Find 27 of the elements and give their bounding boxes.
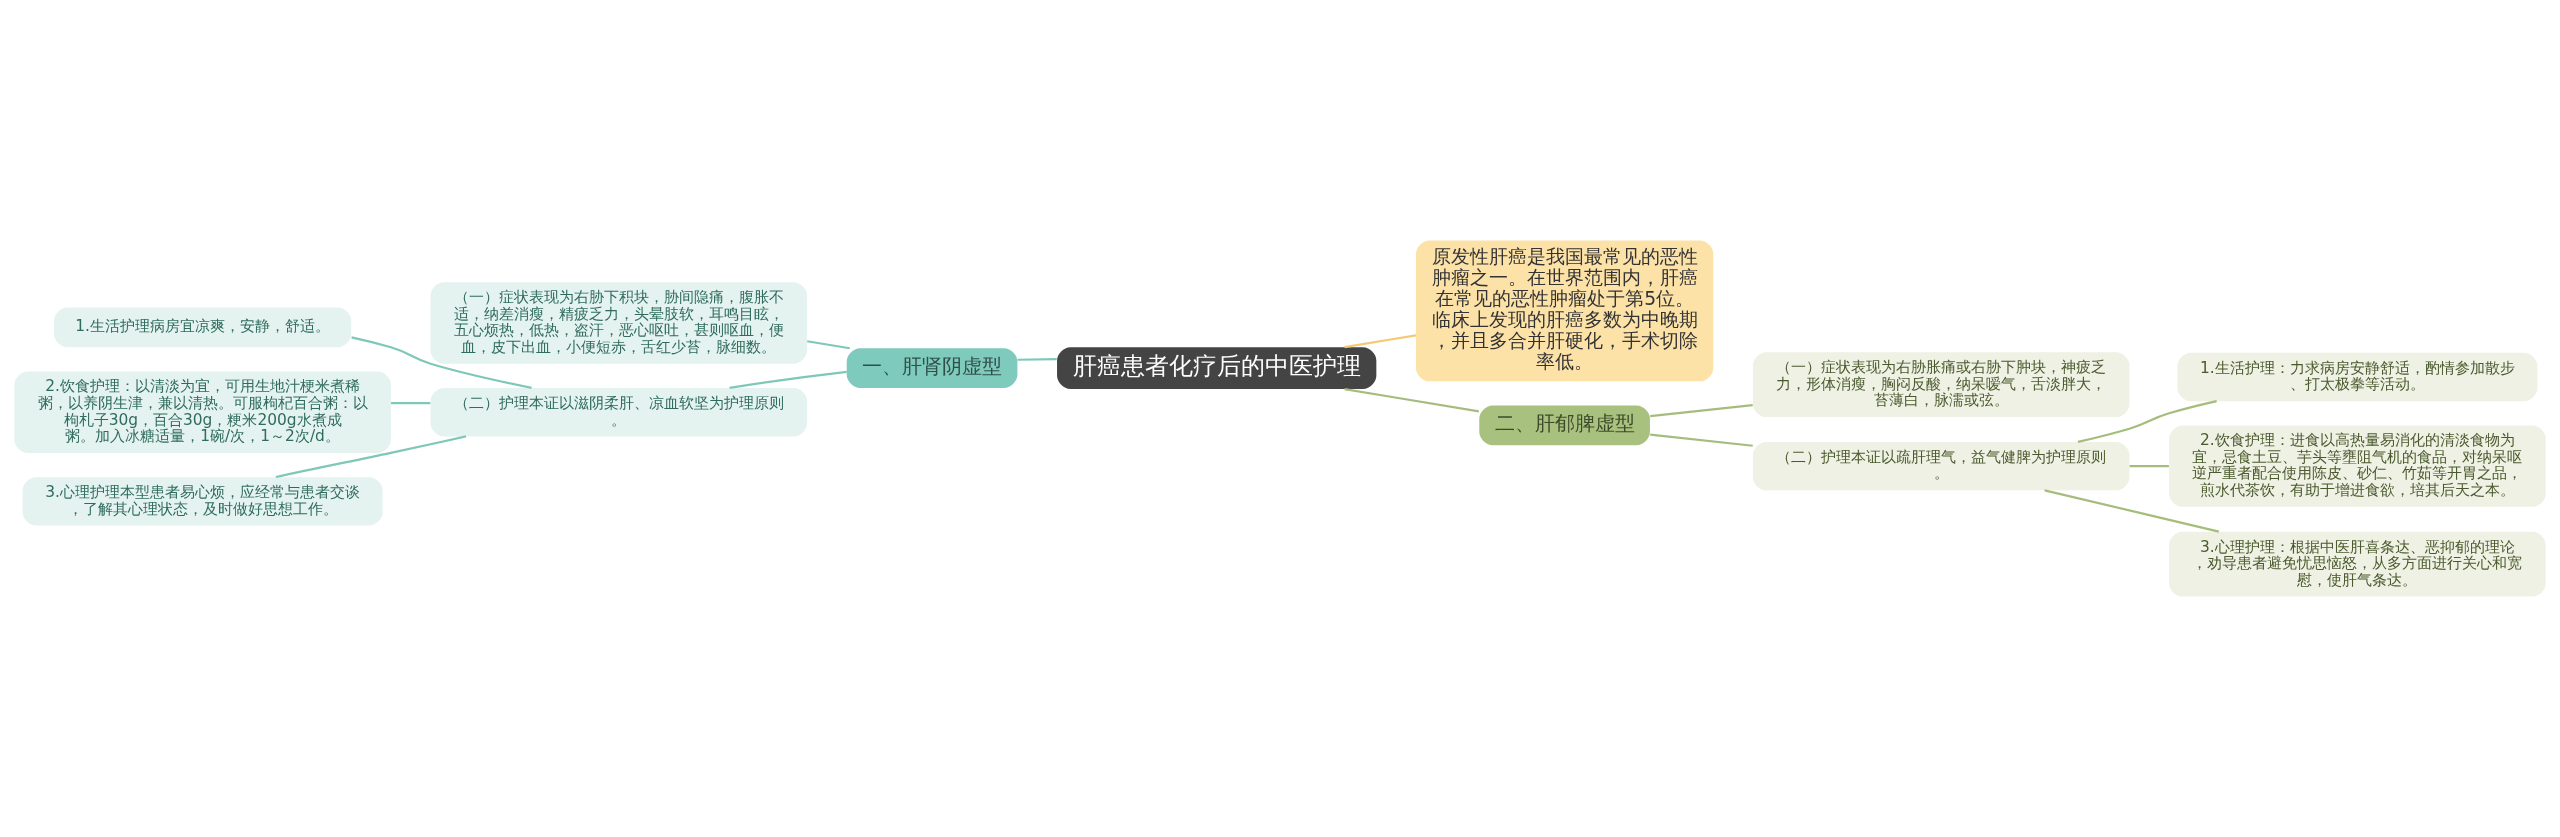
node-box: 3.心理护理：根据中医肝喜条达、恶抑郁的理论，劝导患者避免忧思恼怒，从多方面进行关心和宽慰，使肝气条达。	[2169, 531, 2546, 597]
connector	[1650, 403, 1753, 418]
connector	[275, 435, 467, 479]
connector	[729, 370, 847, 389]
connector	[1650, 433, 1753, 447]
connector	[1017, 358, 1057, 361]
connector	[2044, 489, 2220, 533]
node-box: 肝癌患者化疗后的中医护理	[1057, 347, 1377, 390]
node-box: （一）症状表现为右胁胀痛或右胁下肿块，神疲乏力，形体消瘦，胸闷反酸，纳呆嗳气，舌淡胖大，苔薄白，脉濡或弦。	[1752, 352, 2130, 418]
node-box: 二、肝郁脾虚型	[1479, 405, 1650, 446]
node-box: 3.心理护理本型患者易心烦，应经常与患者交谈，了解其心理状态，及时做好思想工作。	[22, 477, 383, 526]
connector	[806, 340, 850, 350]
node-box: 1.生活护理：力求病房安静舒适，酌情参加散步、打太极拳等活动。	[2177, 352, 2538, 402]
connector	[1344, 334, 1417, 349]
connector	[2129, 465, 2169, 468]
connector	[2077, 400, 2217, 443]
node-box: 2.饮食护理：以清淡为宜，可用生地汁梗米煮稀粥，以养阴生津，兼以清热。可服枸杞百合粥：以枸札子30g，百合30g，粳米200g水煮成粥。加入冰糖适量，1碗/次，1～2次/d。	[14, 371, 391, 453]
node-box: 原发性肝癌是我国最常见的恶性肿瘤之一。在世界范围内，肝癌在常见的恶性肿瘤处于第5位。临床上发现的肝癌多数为中晚期，并且多合并肝硬化，手术切除率低。	[1416, 240, 1714, 382]
node-box: （一）症状表现为右胁下积块，胁间隐痛，腹胀不适，纳差消瘦，精疲乏力，头晕肢软，耳鸣目眩，五心烦热，低热，盗汗，恶心呕吐，甚则呕血，便血，皮下出血，小便短赤，舌红少苔，脉细数。	[430, 282, 808, 364]
connector	[391, 402, 431, 405]
node-box: 2.饮食护理：进食以高热量易消化的清淡食物为宜，忌食土豆、芋头等壅阻气机的食品，对纳呆呕逆严重者配合使用陈皮、砂仁、竹茹等开胃之品，煎水代茶饮，有助于增进食欲，培其后天之本。	[2169, 425, 2546, 507]
node-box: 一、肝肾阴虚型	[846, 348, 1018, 388]
node-box: 1.生活护理病房宜凉爽，安静，舒适。	[53, 307, 352, 348]
node-box: （二）护理本证以滋阴柔肝、凉血软坚为护理原则。	[430, 387, 808, 437]
connector	[351, 336, 532, 389]
node-box: （二）护理本证以疏肝理气，益气健脾为护理原则。	[1752, 441, 2130, 491]
connector	[1344, 388, 1479, 413]
